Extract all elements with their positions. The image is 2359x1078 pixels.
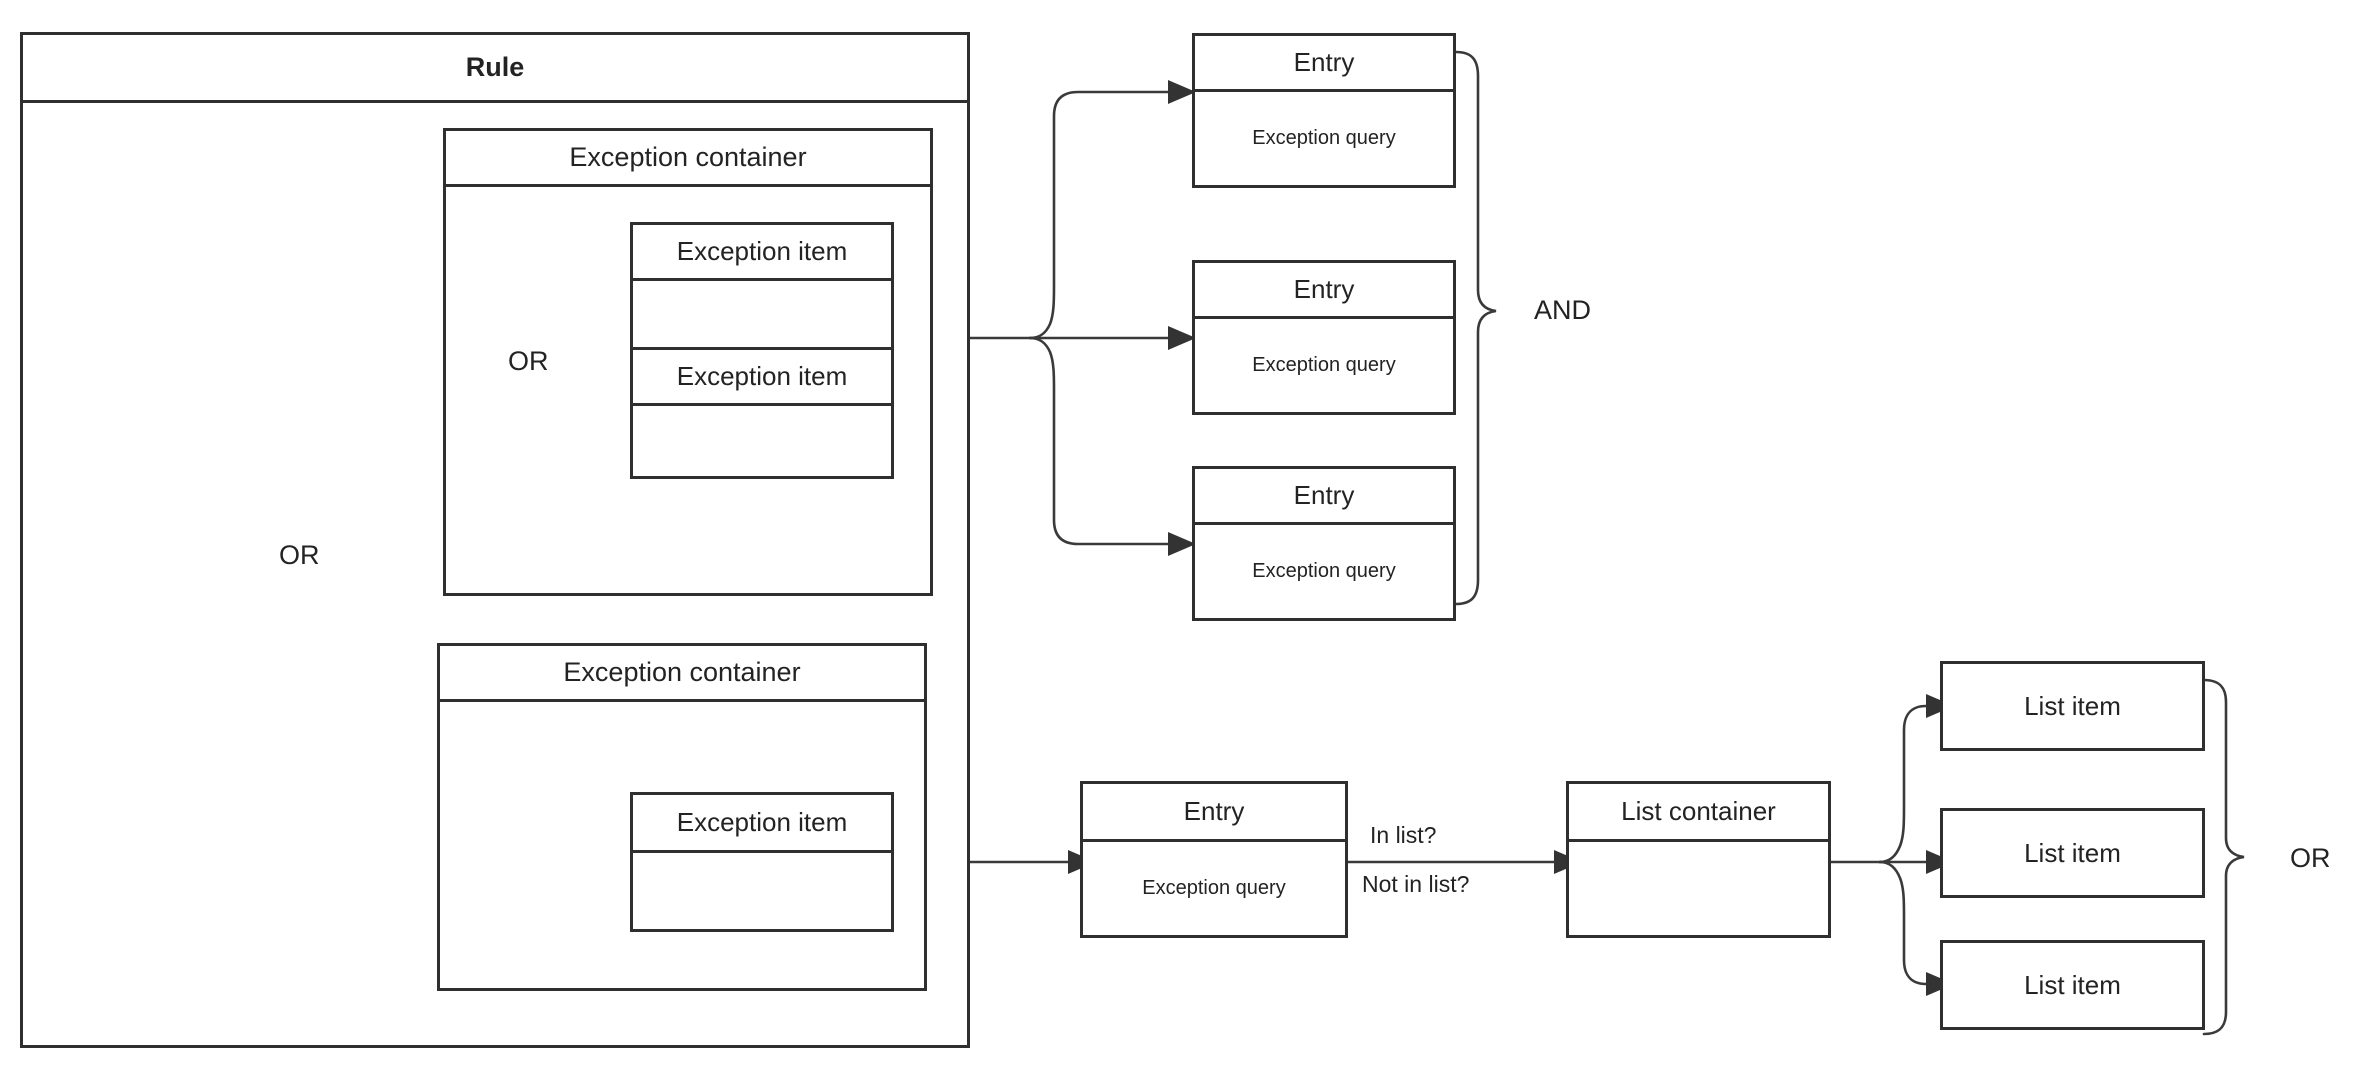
fan-entries-joint2 <box>1028 336 1172 546</box>
list-item-2[interactable]: List item <box>1940 808 2205 898</box>
exception-item-2-1-header: Exception item <box>633 795 891 853</box>
list-container[interactable]: List container <box>1566 781 1831 938</box>
operator-label-listitems-or: OR <box>2290 843 2331 873</box>
exception-item-1-1[interactable]: Exception item <box>630 222 894 354</box>
brace-entries-and <box>1454 50 1497 606</box>
operator-label-entries-and: AND <box>1534 295 1592 325</box>
rule-header: Rule <box>23 35 967 103</box>
entry-box-2-header: Entry <box>1195 263 1453 319</box>
operator-label-container1-or: OR <box>508 346 549 376</box>
exception-item-1-1-body <box>633 281 891 351</box>
edge-label-not-in-list: Not in list? <box>1358 871 1474 898</box>
exception-item-1-2[interactable]: Exception item <box>630 347 894 479</box>
exception-container-2-header: Exception container <box>440 646 924 702</box>
list-flow-entry-header: Entry <box>1083 784 1345 842</box>
entry-box-1-header: Entry <box>1195 36 1453 92</box>
exception-container-1-header: Exception container <box>446 131 930 187</box>
entry-box-2[interactable]: Entry Exception query <box>1192 260 1456 415</box>
operator-label-rule-or: OR <box>279 540 320 570</box>
exception-item-1-2-header: Exception item <box>633 350 891 406</box>
exception-item-2-1-body <box>633 853 891 929</box>
fan-listitems-bot <box>1878 860 1930 986</box>
list-item-1-label: List item <box>2024 690 2121 721</box>
list-item-1[interactable]: List item <box>1940 661 2205 751</box>
exception-item-1-2-body <box>633 406 891 476</box>
entry-box-1[interactable]: Entry Exception query <box>1192 33 1456 188</box>
fan-listitems-top <box>1878 704 1930 864</box>
exception-item-2-1[interactable]: Exception item <box>630 792 894 932</box>
list-container-header: List container <box>1569 784 1828 842</box>
list-flow-entry-box[interactable]: Entry Exception query <box>1080 781 1348 938</box>
list-item-3[interactable]: List item <box>1940 940 2205 1030</box>
entry-box-3[interactable]: Entry Exception query <box>1192 466 1456 621</box>
list-container-body <box>1569 842 1828 935</box>
list-flow-entry-body: Exception query <box>1142 877 1286 899</box>
fan-entries-joint <box>1028 90 1172 340</box>
entry-box-1-body: Exception query <box>1252 127 1396 149</box>
list-item-2-label: List item <box>2024 837 2121 868</box>
exception-item-1-1-header: Exception item <box>633 225 891 281</box>
entry-box-3-header: Entry <box>1195 469 1453 525</box>
entry-box-3-body: Exception query <box>1252 560 1396 582</box>
list-item-3-label: List item <box>2024 969 2121 1000</box>
brace-listitems-or <box>2202 678 2245 1036</box>
entry-box-2-body: Exception query <box>1252 354 1396 376</box>
edge-label-in-list: In list? <box>1366 822 1441 849</box>
